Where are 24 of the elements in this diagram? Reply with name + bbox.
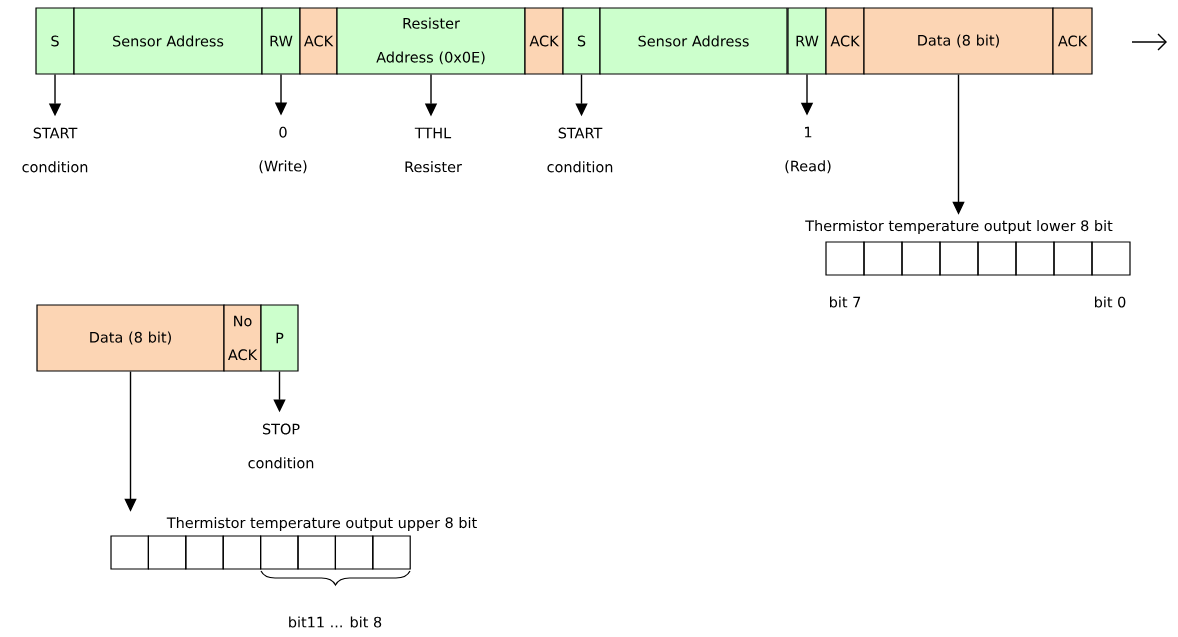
bit-label: bit 7 [830,296,861,308]
node-label: Thermistor temperature output lower 8 bit [805,219,1113,234]
field-box: P [260,304,299,372]
caption-text: START condition [22,127,88,173]
field-box: S [562,7,601,75]
node-label: Thermistor temperature output upper 8 bit [166,516,477,531]
caption-text: 0 (Write) [259,126,307,174]
field-box: ACK [825,7,865,75]
bit-label: bit 0 [1095,296,1126,308]
field-box: ACK [299,7,338,75]
field-box: ACK [1052,7,1093,75]
caption-text: 1 (Read) [785,126,831,174]
caption-text: START condition [547,127,613,173]
field-box: S [35,7,75,75]
field-box: No ACK [223,304,262,372]
field-box: RW [261,7,301,75]
field-box: RW [787,7,827,75]
bit-label: bit11 ... bit 8 [289,616,382,628]
caption-text: STOP condition [248,423,314,469]
field-box: Resister Address (0x0E) [336,7,526,75]
caption-text: TTHL Resister [405,127,462,173]
bit-register: Thermistor temperature output upper 8 bit [110,517,477,570]
bit-register: Thermistor temperature output lower 8 bit [805,220,1131,276]
field-box: ACK [524,7,564,75]
